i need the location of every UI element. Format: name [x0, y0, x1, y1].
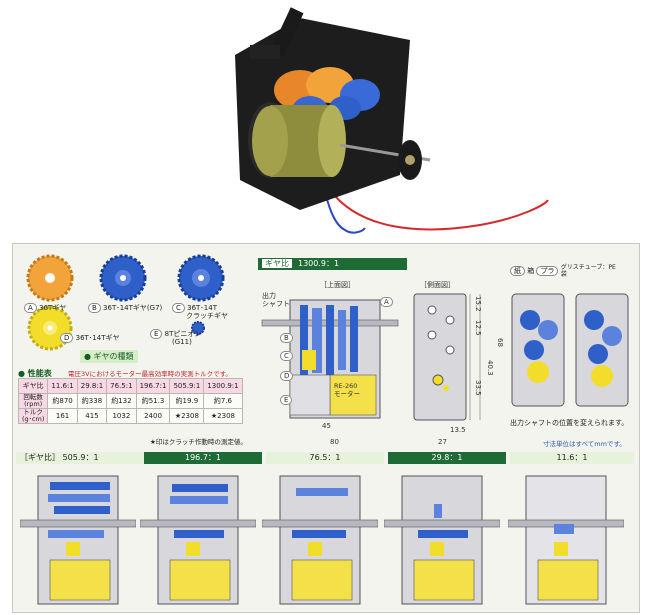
config-diagram-196 — [140, 468, 256, 608]
dim-12-5: 12.5 — [474, 320, 482, 336]
dim-40-3: 40.3 — [486, 360, 494, 376]
performance-table: ギヤ比 11.6:1 29.8:1 76.5:1 196.7:1 505.9:1… — [17, 378, 243, 424]
table-cell: 161 — [47, 408, 78, 424]
table-cell: 約7.6 — [203, 393, 243, 409]
table-cell: ギヤ比 — [17, 378, 49, 394]
ratio-cell-196: 196.7：1 — [144, 452, 262, 464]
letter-c: C — [280, 351, 293, 361]
gear-b-caption: B 36T･14Tギヤ(G7) — [88, 303, 162, 313]
table-cell: 196.7:1 — [135, 378, 171, 394]
table-cell: ★2308 — [169, 408, 205, 424]
table-cell: 505.9:1 — [169, 378, 205, 394]
letter-a: A — [380, 297, 393, 307]
clutch-note: ★印はクラッチ作動時の測定値。 — [150, 438, 247, 446]
table-cell: 11.6:1 — [47, 378, 78, 394]
dim-80: 80 — [330, 438, 339, 446]
letter-e: E — [280, 395, 293, 405]
table-cell: ★2308 — [203, 408, 243, 424]
ratio-cell-76: 76.5：1 — [266, 452, 384, 464]
table-cell: 29.8:1 — [76, 378, 108, 394]
ratio-cell-11: 11.6：1 — [510, 452, 634, 464]
ratio-cell-505: ［ギヤ比］ 505.9：1 — [16, 452, 144, 464]
table-cell: 約51.3 — [135, 393, 171, 409]
top-view-label: ［上面図］ — [320, 281, 355, 289]
table-cell: 2400 — [135, 408, 171, 424]
dim-33-5: 33.5 — [474, 380, 482, 396]
table-cell: 約19.9 — [169, 393, 205, 409]
side-view-diagram — [410, 280, 500, 440]
gear-c-caption: C 36T･14T クラッチギヤ — [172, 303, 228, 320]
output-shaft-label: 出力シャフト — [262, 292, 290, 308]
dim-27: 27 — [438, 438, 447, 446]
table-cell: 約338 — [76, 393, 108, 409]
dim-13-5: 13.5 — [450, 426, 466, 434]
table-cell: 76.5:1 — [106, 378, 137, 394]
performance-title: ● 性能表 — [18, 369, 52, 378]
table-cell: 1300.9:1 — [203, 378, 243, 394]
table-cell: 1032 — [106, 408, 137, 424]
performance-note: 電圧3Vにおけるモーター最高効率時の実測トルクです。 — [68, 370, 232, 378]
bottom-ratio-bar: ［ギヤ比］ 505.9：1 196.7：1 76.5：1 29.8：1 11.6… — [16, 452, 634, 464]
gear-icons — [18, 250, 248, 360]
paper-recycle-icon: 紙 — [510, 266, 525, 276]
config-diagram-76 — [262, 468, 378, 608]
letter-b: B — [280, 333, 293, 343]
plastic-recycle-icon: プラ — [536, 266, 559, 276]
gear-d-caption: D 36T･14Tギヤ — [60, 333, 120, 343]
shaft-note: 出力シャフトの位置を変えられます。 — [510, 419, 629, 427]
gearbox-photo — [0, 0, 650, 240]
table-row: 回転数(rpm) 約870 約338 約132 約51.3 約19.9 約7.6 — [17, 393, 243, 409]
config-diagram-505 — [20, 468, 136, 608]
table-cell: 415 — [76, 408, 108, 424]
side-view-label: ［側面図］ — [420, 281, 455, 289]
gear-e-caption: E 8Tピニオン (G11) — [150, 329, 201, 346]
table-cell: 約132 — [106, 393, 137, 409]
letter-d: D — [280, 371, 294, 381]
config-diagram-29 — [384, 468, 500, 608]
dim-15-2: 15.2 — [474, 296, 482, 312]
table-row: ギヤ比 11.6:1 29.8:1 76.5:1 196.7:1 505.9:1… — [17, 378, 243, 394]
shaft-position-diagrams — [508, 290, 633, 415]
gear-kind-label: ● ギヤの種類 — [80, 350, 138, 363]
table-cell: 約870 — [47, 393, 78, 409]
ratio-cell-29: 29.8：1 — [388, 452, 506, 464]
unit-note: 寸法単位はすべてmmです。 — [543, 440, 626, 448]
dim-68: 68 — [496, 338, 504, 347]
gear-a-caption: A 36Tギヤ — [24, 303, 66, 313]
table-row: トルク(g･cm) 161 415 1032 2400 ★2308 ★2308 — [17, 408, 243, 424]
row-header-torque: トルク(g･cm) — [17, 408, 49, 424]
config-diagram-11 — [508, 468, 624, 608]
top-view-diagram — [260, 280, 400, 440]
dim-45: 45 — [322, 422, 331, 430]
row-header-rpm: 回転数(rpm) — [17, 393, 49, 409]
